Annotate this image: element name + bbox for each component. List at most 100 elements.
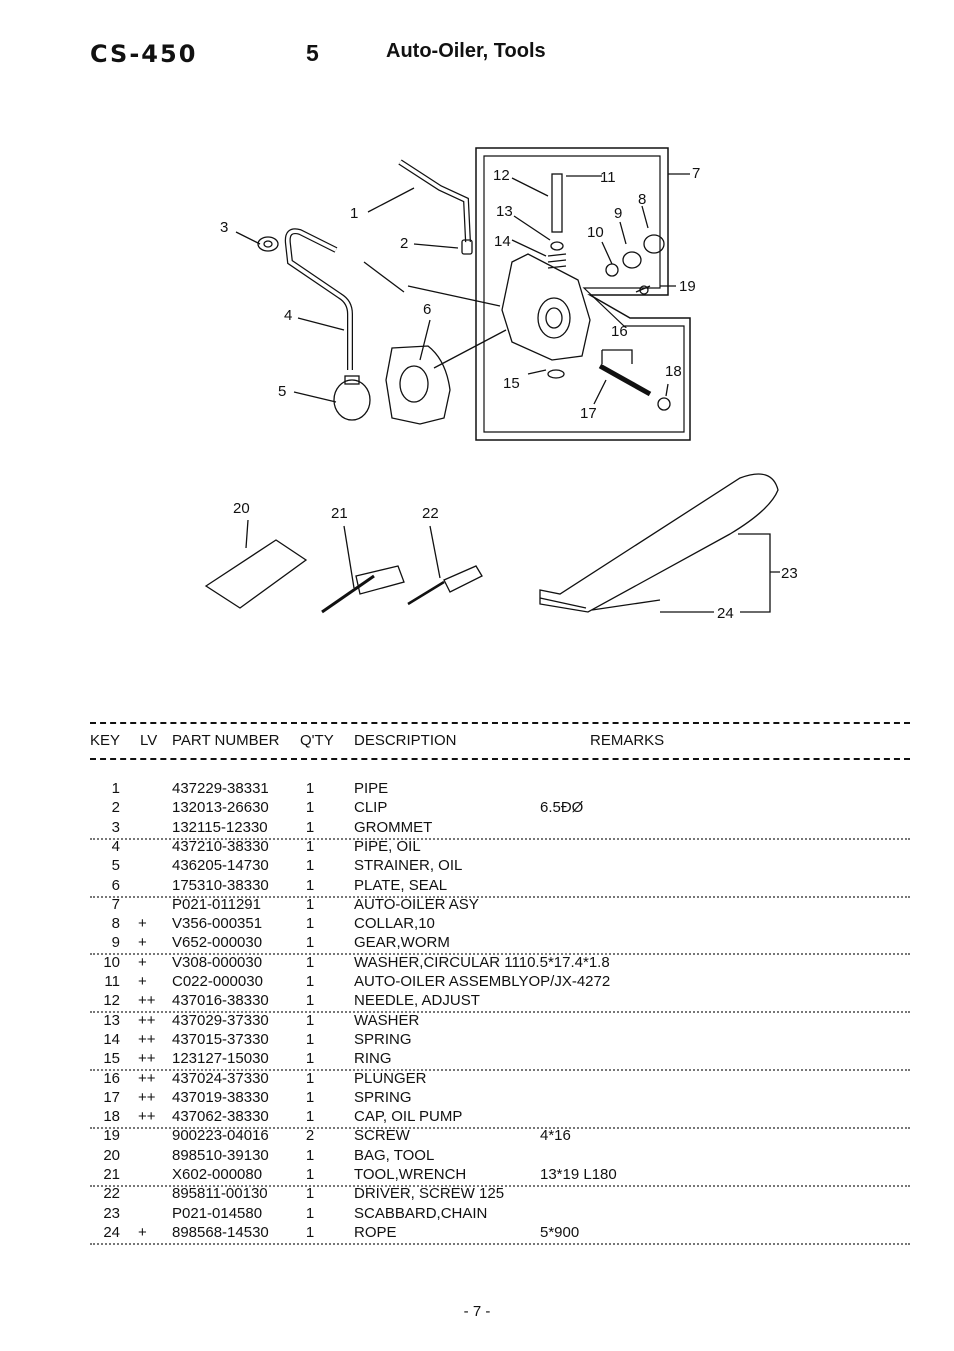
callout-5: 5 xyxy=(278,383,286,400)
callout-14: 14 xyxy=(494,233,511,250)
callout-3: 3 xyxy=(220,219,228,236)
cell-key: 2 xyxy=(111,799,120,817)
callout-17: 17 xyxy=(580,405,597,422)
cell-description: PLUNGER xyxy=(354,1069,427,1087)
cell-part-number: 132013-26630 xyxy=(172,799,269,817)
cell-remarks: 5*900 xyxy=(540,1223,580,1241)
cell-qty: 1 xyxy=(305,818,315,836)
cell-part-number: C022-000030 xyxy=(172,973,263,990)
cell-description: WASHER,CIRCULAR 1110.5*17.4*1.8 xyxy=(354,953,610,971)
callout-12: 12 xyxy=(493,167,510,184)
cell-part-number: 900223-04016 xyxy=(172,1127,269,1145)
cell-description: PLATE, SEAL xyxy=(354,876,448,894)
cell-key: 24 xyxy=(103,1223,120,1241)
cell-part-number: P021-011291 xyxy=(172,895,261,913)
table-header-rule xyxy=(90,758,910,760)
cell-remarks: 6.5ÐØ xyxy=(540,799,584,817)
callout-15: 15 xyxy=(503,375,520,392)
cell-qty: 1 xyxy=(305,857,315,875)
callout-18: 18 xyxy=(665,363,682,380)
cell-key: 20 xyxy=(103,1146,120,1164)
callout-10: 10 xyxy=(587,224,604,241)
cell-lv: ++ xyxy=(138,1030,156,1048)
cell-qty: 1 xyxy=(305,1108,315,1126)
col-header-part-number: PART NUMBER xyxy=(172,732,280,749)
cell-part-number: 437024-37330 xyxy=(172,1069,269,1087)
cell-description: PIPE, OIL xyxy=(354,837,421,855)
cell-description: STRAINER, OIL xyxy=(354,857,463,875)
cell-lv: + xyxy=(138,934,147,952)
exploded-parts-diagram: 1 2 3 4 5 6 7 8 9 10 11 12 13 14 15 16 1… xyxy=(204,147,798,622)
cell-part-number: 898568-14530 xyxy=(172,1223,269,1241)
callout-1: 1 xyxy=(350,205,358,222)
cell-qty: 1 xyxy=(305,992,315,1010)
cell-lv: + xyxy=(138,1223,147,1241)
cell-part-number: X602-000080 xyxy=(172,1166,263,1183)
cell-qty: 1 xyxy=(305,799,315,817)
cell-part-number: 175310-38330 xyxy=(172,876,269,894)
cell-key: 21 xyxy=(103,1166,120,1183)
cell-lv: ++ xyxy=(138,1069,156,1087)
cell-part-number: 123127-15030 xyxy=(172,1050,269,1068)
cell-qty: 2 xyxy=(305,1127,315,1145)
cell-description: SPRING xyxy=(354,1088,412,1106)
cell-key: 7 xyxy=(111,895,120,913)
cell-qty: 1 xyxy=(305,1069,315,1087)
cell-description: CLIP xyxy=(354,799,388,817)
cell-qty: 1 xyxy=(305,1011,315,1029)
cell-qty: 1 xyxy=(305,1185,315,1203)
col-header-remarks: REMARKS xyxy=(590,732,665,749)
cell-key: 1 xyxy=(111,780,120,797)
cell-qty: 1 xyxy=(305,837,315,855)
callout-24: 24 xyxy=(717,605,734,622)
callout-21: 21 xyxy=(331,505,348,522)
callout-9: 9 xyxy=(614,205,622,222)
cell-part-number: 437062-38330 xyxy=(172,1108,269,1126)
cell-key: 22 xyxy=(103,1185,120,1203)
cell-key: 15 xyxy=(103,1050,120,1068)
cell-qty: 1 xyxy=(305,953,315,971)
table-row: 2 132013-26630 1 CLIP 6.5ÐØ xyxy=(90,799,910,818)
cell-lv: + xyxy=(138,915,147,933)
cell-description: AUTO-OILER ASY xyxy=(354,895,479,913)
cell-qty: 1 xyxy=(305,1166,315,1183)
callout-19: 19 xyxy=(679,278,696,295)
cell-lv: + xyxy=(138,973,147,990)
table-row: 16 ++ 437024-37330 1 PLUNGER xyxy=(90,1070,910,1089)
cell-part-number: 898510-39130 xyxy=(172,1146,269,1164)
cell-part-number: P021-014580 xyxy=(172,1204,263,1222)
cell-key: 18 xyxy=(103,1108,120,1126)
cell-qty: 1 xyxy=(305,780,315,797)
col-header-qty: Q'TY xyxy=(300,732,334,749)
model-name: CS-450 xyxy=(90,40,198,68)
callout-20: 20 xyxy=(233,500,250,517)
callout-8: 8 xyxy=(638,191,646,208)
callout-11: 11 xyxy=(600,169,616,186)
cell-key: 12 xyxy=(103,992,120,1010)
cell-part-number: 437016-38330 xyxy=(172,992,269,1010)
cell-key: 16 xyxy=(103,1069,120,1087)
cell-key: 5 xyxy=(111,857,120,875)
callout-7: 7 xyxy=(692,165,700,182)
cell-description: DRIVER, SCREW 125 xyxy=(354,1185,505,1203)
cell-part-number: V652-000030 xyxy=(172,934,263,952)
cell-qty: 1 xyxy=(305,1030,315,1048)
cell-description: TOOL,WRENCH xyxy=(354,1166,467,1183)
col-header-lv: LV xyxy=(140,732,158,749)
callout-6: 6 xyxy=(423,301,431,318)
callout-4: 4 xyxy=(284,307,292,324)
